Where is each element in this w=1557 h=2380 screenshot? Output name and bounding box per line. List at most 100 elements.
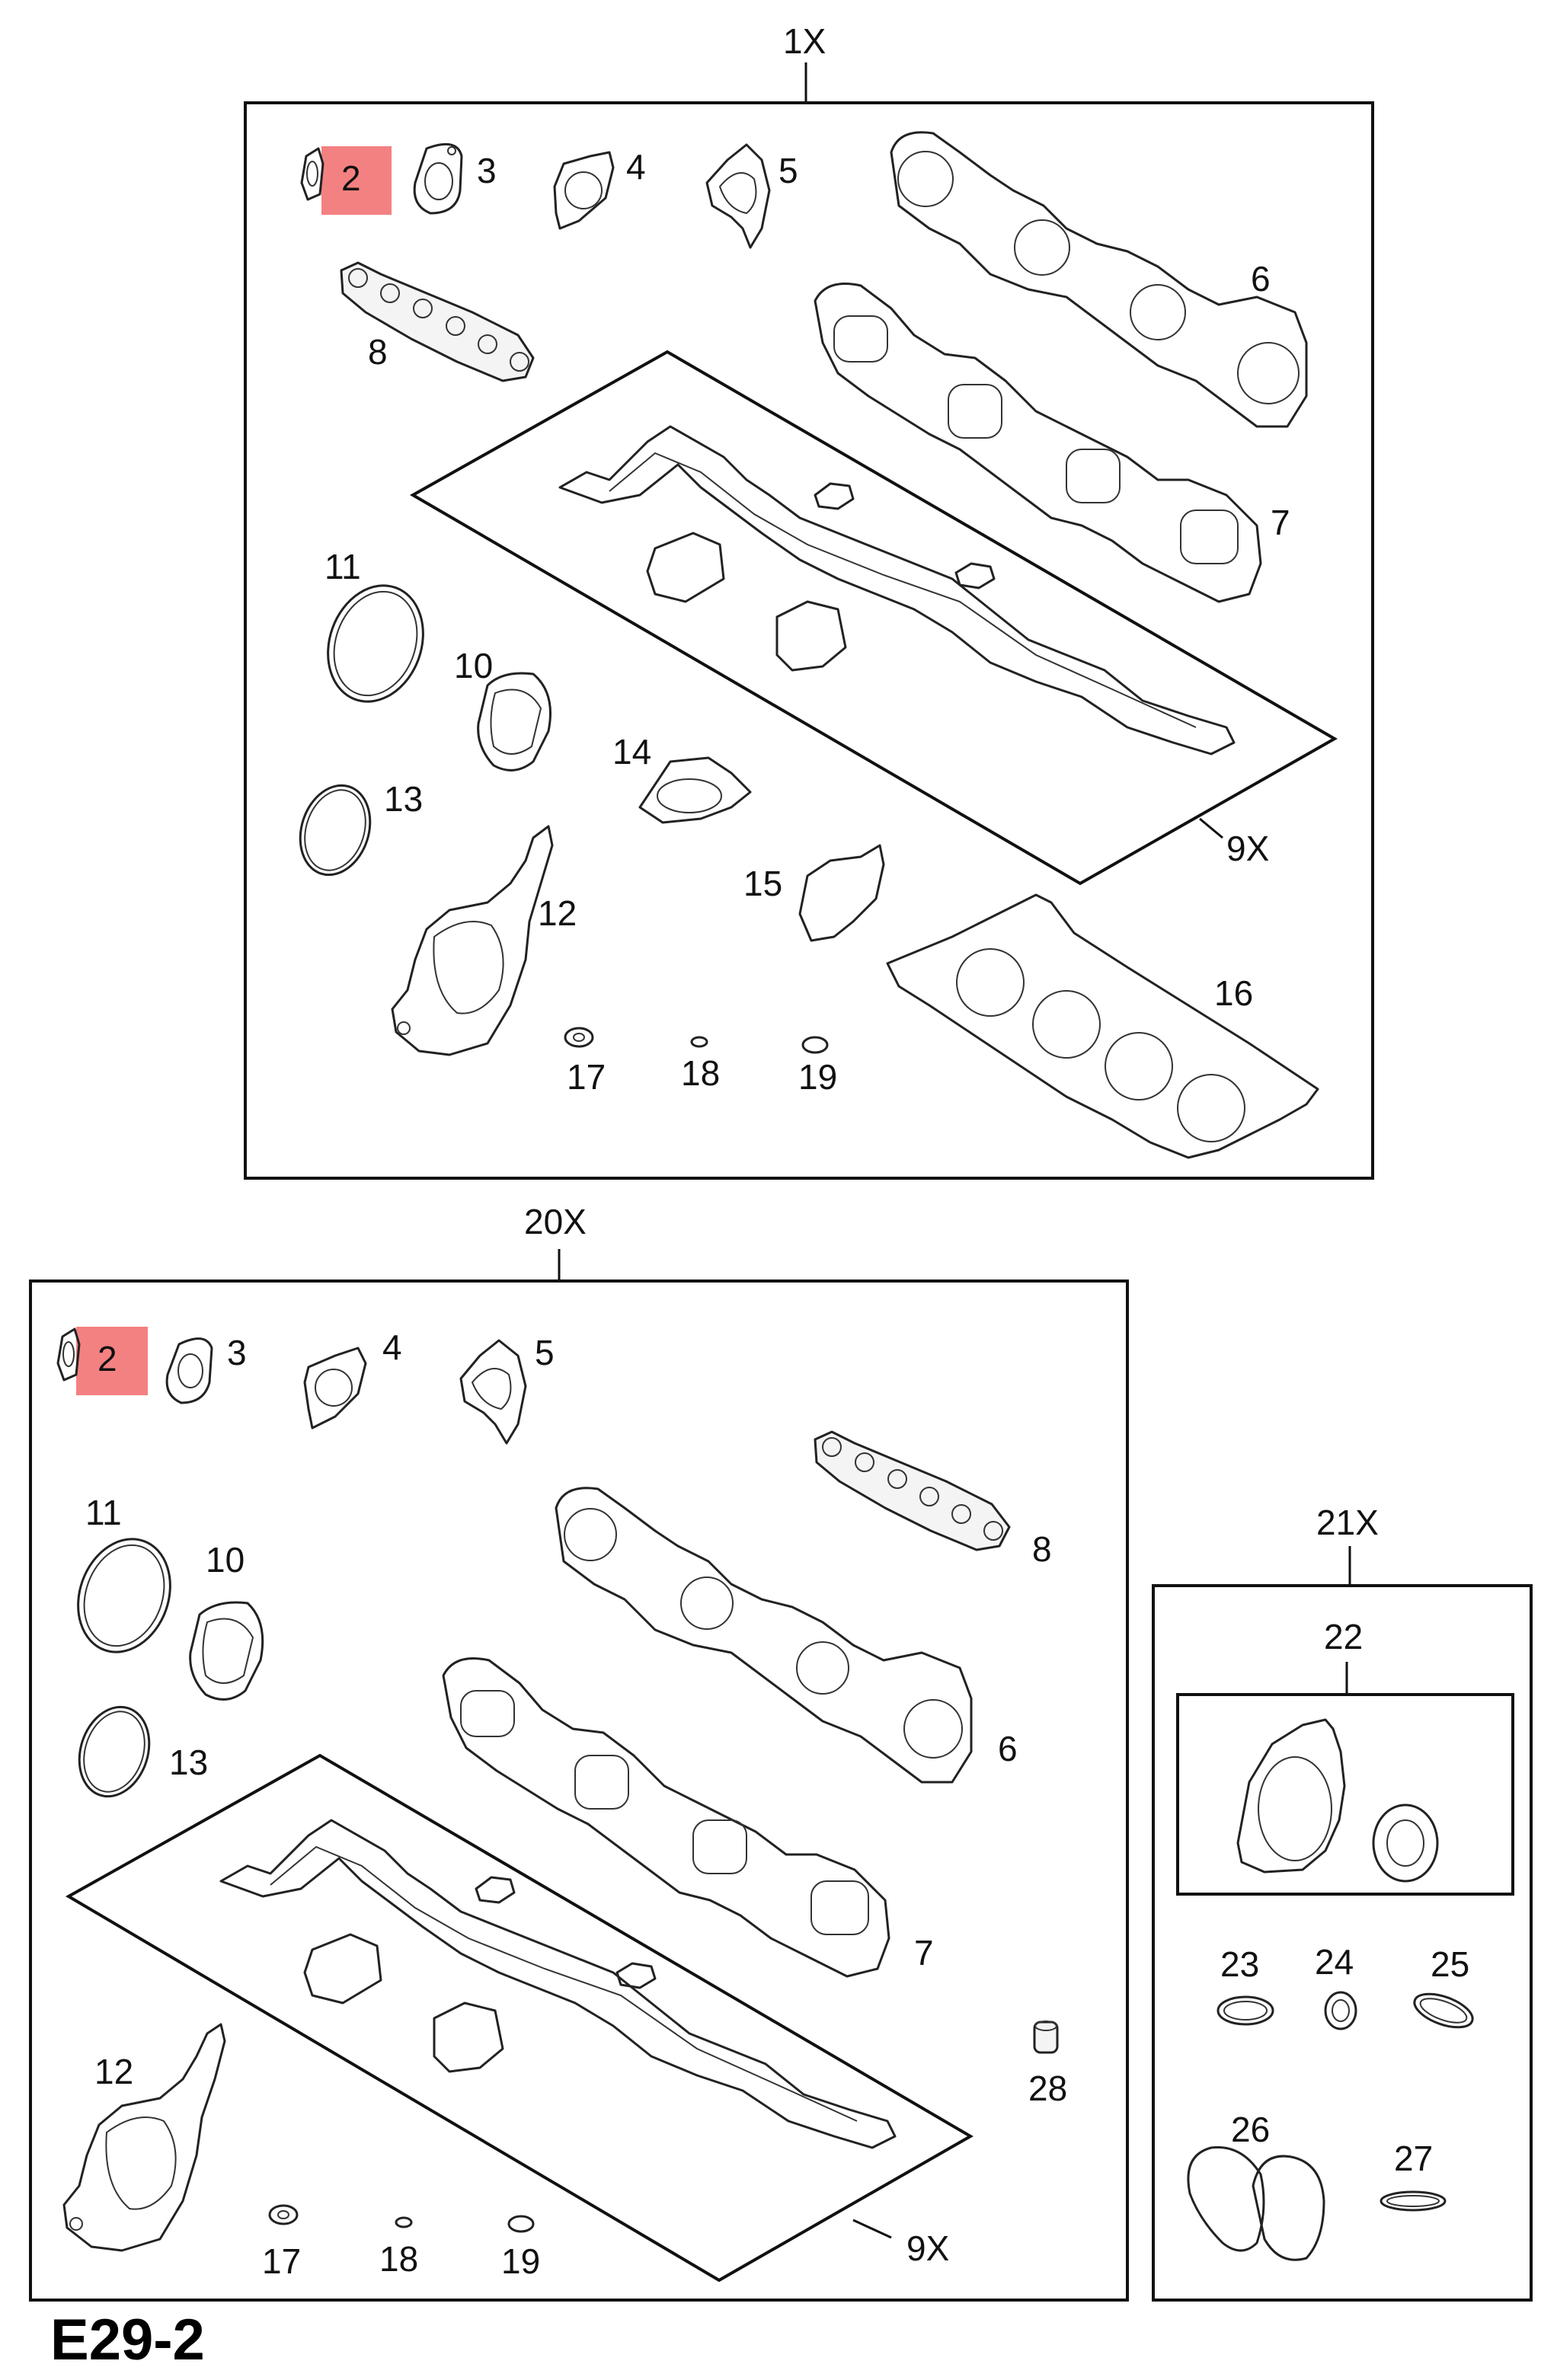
callout-3: 3: [227, 1333, 247, 1372]
part-18-o-ring[interactable]: 18: [681, 1036, 720, 1093]
part-16-bore-4: [1177, 1074, 1245, 1142]
part-28-valve-stem-seal[interactable]: 28: [1028, 2021, 1067, 2108]
part-9x-valve-cover-set[interactable]: 9X: [65, 1753, 974, 2283]
callout-18: 18: [681, 1053, 720, 1093]
part-22-seal-housing: [1236, 1718, 1346, 1874]
callout-28: 28: [1028, 2069, 1067, 2108]
part-7-manifold-gasket[interactable]: 7: [442, 1657, 934, 1978]
part-5-gasket[interactable]: 5: [459, 1333, 555, 1445]
part-13-o-ring[interactable]: 13: [69, 1698, 209, 1805]
part-17-washer[interactable]: 17: [564, 1027, 606, 1097]
part-18-shape: [690, 1036, 708, 1048]
part-17-washer[interactable]: 17: [262, 2204, 301, 2281]
part-13-shape: [299, 784, 372, 877]
part-11-inner: [333, 590, 418, 697]
part-14-gasket[interactable]: 14: [612, 732, 752, 824]
part-17-hole: [277, 2210, 289, 2219]
callout-27: 27: [1394, 2139, 1433, 2178]
part-18-o-ring[interactable]: 18: [379, 2216, 418, 2279]
callout-2: 2: [341, 158, 361, 198]
part-2-gasket[interactable]: 2: [56, 1327, 148, 1395]
callout-13: 13: [169, 1743, 208, 1782]
part-8-ring-2: [855, 1452, 874, 1472]
part-15-gasket[interactable]: 15: [743, 844, 885, 942]
callout-9x: 9X: [906, 2228, 949, 2268]
kit-21x-frame: [1152, 1584, 1533, 2302]
part-27-inner: [1386, 2195, 1440, 2207]
part-23-inner: [1223, 2001, 1268, 2021]
callout-6: 6: [1251, 259, 1271, 299]
part-8-ring-4: [446, 316, 465, 336]
part-11-inner: [83, 1544, 165, 1647]
callout-12: 12: [94, 2052, 133, 2091]
part-9x-valve-cover-set[interactable]: 9X: [409, 350, 1338, 886]
part-7-port-2: [948, 384, 1002, 439]
part-26-o-ring-pair[interactable]: 26: [1187, 2110, 1325, 2261]
part-27-shape: [1380, 2190, 1447, 2212]
callout-13: 13: [384, 779, 423, 819]
part-27-o-ring[interactable]: 27: [1380, 2139, 1447, 2212]
callout-4: 4: [626, 147, 646, 187]
part-8-seal-strip[interactable]: 8: [814, 1430, 1052, 1569]
kit-20x-frame: [29, 1279, 1129, 2302]
part-15-shape: [798, 844, 885, 942]
part-23-o-ring[interactable]: 23: [1217, 1944, 1274, 2026]
part-8-ring-3: [413, 299, 433, 318]
part-22-oil-seal-lip: [1386, 1819, 1424, 1867]
callout-23: 23: [1220, 1944, 1259, 1984]
part-9x-grommet-1: [814, 482, 855, 510]
part-6-manifold-gasket[interactable]: 6: [890, 131, 1308, 428]
part-3-bolt-hole: [447, 146, 456, 155]
part-3-gasket[interactable]: 3: [165, 1333, 247, 1404]
part-24-o-ring[interactable]: 24: [1315, 1942, 1357, 2030]
part-5-gasket[interactable]: 5: [705, 143, 798, 249]
part-7-port-4: [1180, 510, 1239, 564]
part-8-seal-strip[interactable]: 8: [340, 261, 535, 382]
part-12-shape: [62, 2023, 226, 2252]
part-18-shape: [395, 2216, 413, 2228]
callout-17: 17: [262, 2241, 301, 2281]
part-8-ring-3: [887, 1469, 907, 1489]
part-7-port-2: [574, 1755, 629, 1810]
part-3-hole: [177, 1353, 203, 1388]
part-12-housing-gasket[interactable]: 12: [391, 825, 577, 1056]
part-10-seal[interactable]: 10: [454, 646, 552, 772]
part-3-gasket[interactable]: 3: [413, 142, 497, 215]
part-6-manifold-gasket[interactable]: 6: [555, 1487, 1018, 1784]
callout-10: 10: [206, 1540, 245, 1580]
kit-21x-label: 21X: [1316, 1503, 1379, 1542]
part-25-o-ring[interactable]: 25: [1410, 1944, 1476, 2034]
part-8-ring-6: [510, 352, 529, 372]
part-11-o-ring[interactable]: 11: [63, 1493, 186, 1665]
part-6-port-3: [1130, 284, 1186, 340]
part-24-shape: [1324, 1991, 1357, 2030]
callout-4: 4: [382, 1327, 402, 1367]
part-9x-long-gasket: [219, 1819, 897, 2149]
part-10-seal[interactable]: 10: [189, 1540, 264, 1701]
part-2-gasket[interactable]: 2: [300, 146, 392, 215]
part-3-hole: [424, 162, 453, 200]
part-7-manifold-gasket[interactable]: 7: [814, 283, 1290, 603]
part-22-frame: [1176, 1693, 1514, 1896]
part-10-shape: [477, 672, 552, 772]
part-12-housing-gasket[interactable]: 12: [62, 2023, 226, 2252]
part-22-oil-seal: [1372, 1803, 1439, 1883]
part-4-gasket[interactable]: 4: [303, 1327, 402, 1430]
part-22-crankshaft-seal-set[interactable]: 22: [1176, 1617, 1514, 1896]
callout-19: 19: [501, 2241, 540, 2281]
part-7-port-3: [1066, 449, 1121, 503]
part-10-inner: [490, 688, 542, 755]
part-16-head-gasket[interactable]: 16: [886, 893, 1319, 1159]
part-7-port-4: [810, 1880, 869, 1935]
part-11-o-ring[interactable]: 11: [312, 547, 439, 715]
part-19-o-ring[interactable]: 19: [501, 2215, 540, 2281]
part-7-shape: [814, 283, 1262, 603]
part-24-inner: [1332, 1999, 1350, 2022]
part-19-o-ring[interactable]: 19: [798, 1036, 837, 1097]
part-8-shape: [814, 1430, 1011, 1551]
part-13-o-ring[interactable]: 13: [289, 776, 424, 883]
part-4-gasket[interactable]: 4: [553, 147, 646, 230]
part-8-shape: [340, 261, 535, 382]
part-19-shape: [507, 2215, 535, 2233]
callout-3: 3: [477, 151, 497, 190]
